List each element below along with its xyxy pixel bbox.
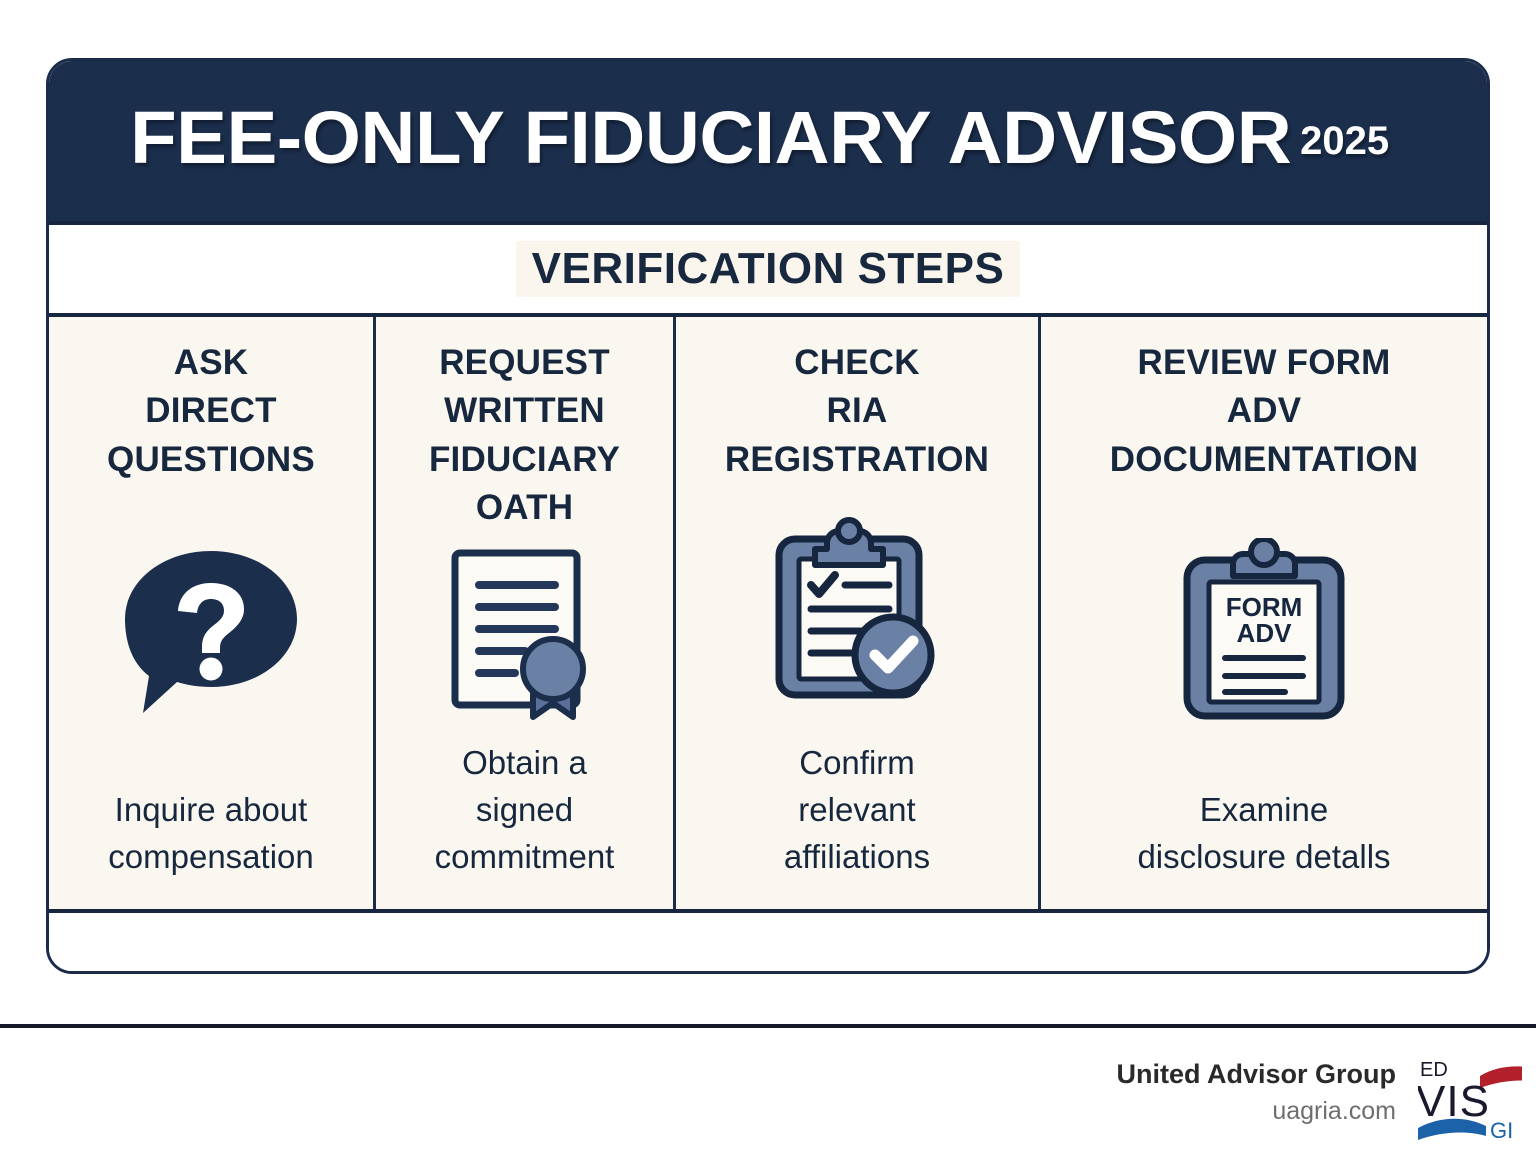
step-caption: Confirm relevant affiliations	[783, 744, 931, 876]
step-icon-wrap	[59, 484, 363, 787]
step-icon-wrap	[386, 532, 663, 740]
form-adv-label-line1: FORM	[1226, 592, 1303, 622]
logo-swoosh-bottom	[1418, 1118, 1486, 1140]
logo-letters-bottom: GI	[1490, 1118, 1513, 1143]
advis-gr-logo: ED VIS GI	[1418, 1054, 1522, 1146]
step-title: REQUEST WRITTEN FIDUCIARY OATH	[428, 343, 621, 527]
step-icon-wrap	[686, 484, 1028, 741]
step-title: CHECK RIA REGISTRATION	[724, 343, 990, 479]
card-footer-strip	[49, 909, 1487, 971]
brand-name: United Advisor Group	[1116, 1059, 1396, 1089]
step-title: ASK DIRECT QUESTIONS	[107, 343, 315, 479]
step-column-request-written-fiduciary-oath: REQUEST WRITTEN FIDUCIARY OATH	[376, 317, 676, 909]
logo-letters-main: VIS	[1418, 1077, 1490, 1126]
certificate-seal-document-icon	[445, 545, 605, 728]
step-icon-wrap: FORM ADV	[1051, 484, 1477, 787]
footer-branding: United Advisor Group uagria.com ED VIS G…	[1116, 1058, 1522, 1146]
step-column-ask-direct-questions: ASK DIRECT QUESTIONS Inquire about compe…	[49, 317, 376, 909]
clipboard-checklist-verified-icon	[767, 515, 947, 710]
footer-divider-rule	[0, 1024, 1536, 1028]
step-caption: Obtain a signed commitment	[434, 744, 615, 876]
logo-letters-top: ED	[1420, 1059, 1448, 1081]
step-column-check-ria-registration: CHECK RIA REGISTRATION	[676, 317, 1041, 909]
infographic-card: FEE-ONLY FIDUCIARY ADVISOR 2025 VERIFICA…	[46, 58, 1490, 974]
step-caption: Examine disclosure detalls	[1137, 791, 1391, 876]
subtitle-band: VERIFICATION STEPS	[49, 221, 1487, 317]
page-title: FEE-ONLY FIDUCIARY ADVISOR	[129, 96, 1292, 179]
footer-text-block: United Advisor Group uagria.com	[1116, 1058, 1396, 1127]
step-caption: Inquire about compensation	[108, 791, 314, 876]
logo-swoosh-top	[1480, 1066, 1522, 1088]
clipboard-form-adv-icon: FORM ADV	[1175, 536, 1353, 733]
form-adv-label-line2: ADV	[1237, 618, 1293, 648]
step-title: REVIEW FORM ADV DOCUMENTATION	[1109, 343, 1419, 479]
page-footer: United Advisor Group uagria.com ED VIS G…	[0, 1028, 1536, 1154]
steps-row: ASK DIRECT QUESTIONS Inquire about compe…	[49, 317, 1487, 909]
step-column-review-form-adv-documentation: REVIEW FORM ADV DOCUMENTATION	[1041, 317, 1487, 909]
year-badge: 2025	[1300, 119, 1390, 163]
subtitle-text: VERIFICATION STEPS	[515, 240, 1021, 298]
brand-url: uagria.com	[1272, 1096, 1396, 1125]
speech-bubble-question-icon	[119, 545, 303, 726]
card-header: FEE-ONLY FIDUCIARY ADVISOR 2025	[49, 61, 1487, 221]
